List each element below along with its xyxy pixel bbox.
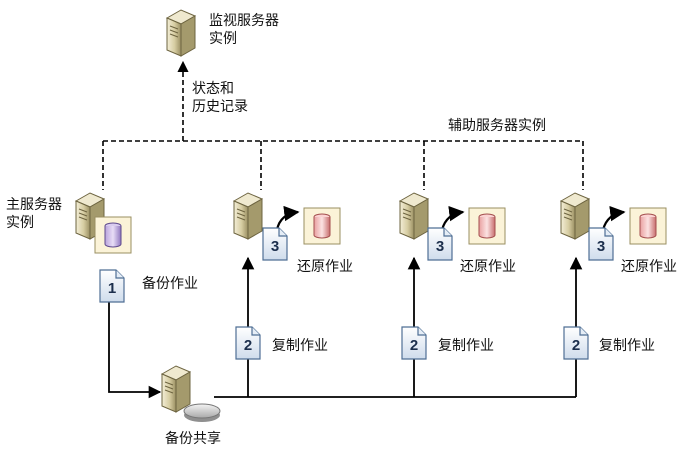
secondary-database-2-icon xyxy=(468,207,506,245)
restore-job-label-2: 还原作业 xyxy=(460,259,516,275)
status-history-label: 状态和 历史记录 xyxy=(192,81,248,115)
copy-job-label-1: 复制作业 xyxy=(272,338,328,354)
backup-share-label: 备份共享 xyxy=(165,431,221,447)
restore-job-label-3: 还原作业 xyxy=(621,259,677,275)
restore-job-label-1: 还原作业 xyxy=(297,259,353,275)
secondary-server-3-icon xyxy=(560,192,590,240)
copy-step-number-3: 2 xyxy=(572,337,580,354)
secondary-group-label: 辅助服务器实例 xyxy=(448,118,546,134)
secondary-server-1-icon xyxy=(233,192,263,240)
backup-share-server-icon xyxy=(161,365,191,413)
copy-step-number-2: 2 xyxy=(410,337,418,354)
restore-arrow-1 xyxy=(275,205,300,231)
backup-share-disk-icon xyxy=(183,403,221,422)
monitor-server-label: 监视服务器 实例 xyxy=(209,13,279,47)
backup-job-label: 备份作业 xyxy=(142,276,198,292)
primary-database-icon xyxy=(94,216,132,254)
secondary-database-1-icon xyxy=(303,207,341,245)
restore-step-number-3: 3 xyxy=(597,238,605,255)
secondary-database-3-icon xyxy=(629,207,667,245)
copy-job-label-2: 复制作业 xyxy=(438,338,494,354)
primary-server-label: 主服务器 实例 xyxy=(6,197,62,231)
restore-arrow-2 xyxy=(440,205,465,231)
restore-arrow-3 xyxy=(601,205,626,231)
secondary-server-2-icon xyxy=(399,192,429,240)
backup-flow-line xyxy=(108,300,162,399)
restore-step-number-1: 3 xyxy=(271,238,279,255)
monitor-server-icon xyxy=(166,9,196,57)
backup-step-number: 1 xyxy=(108,280,116,297)
restore-step-number-2: 3 xyxy=(436,238,444,255)
copy-step-number-1: 2 xyxy=(244,337,252,354)
copy-job-label-3: 复制作业 xyxy=(599,338,655,354)
